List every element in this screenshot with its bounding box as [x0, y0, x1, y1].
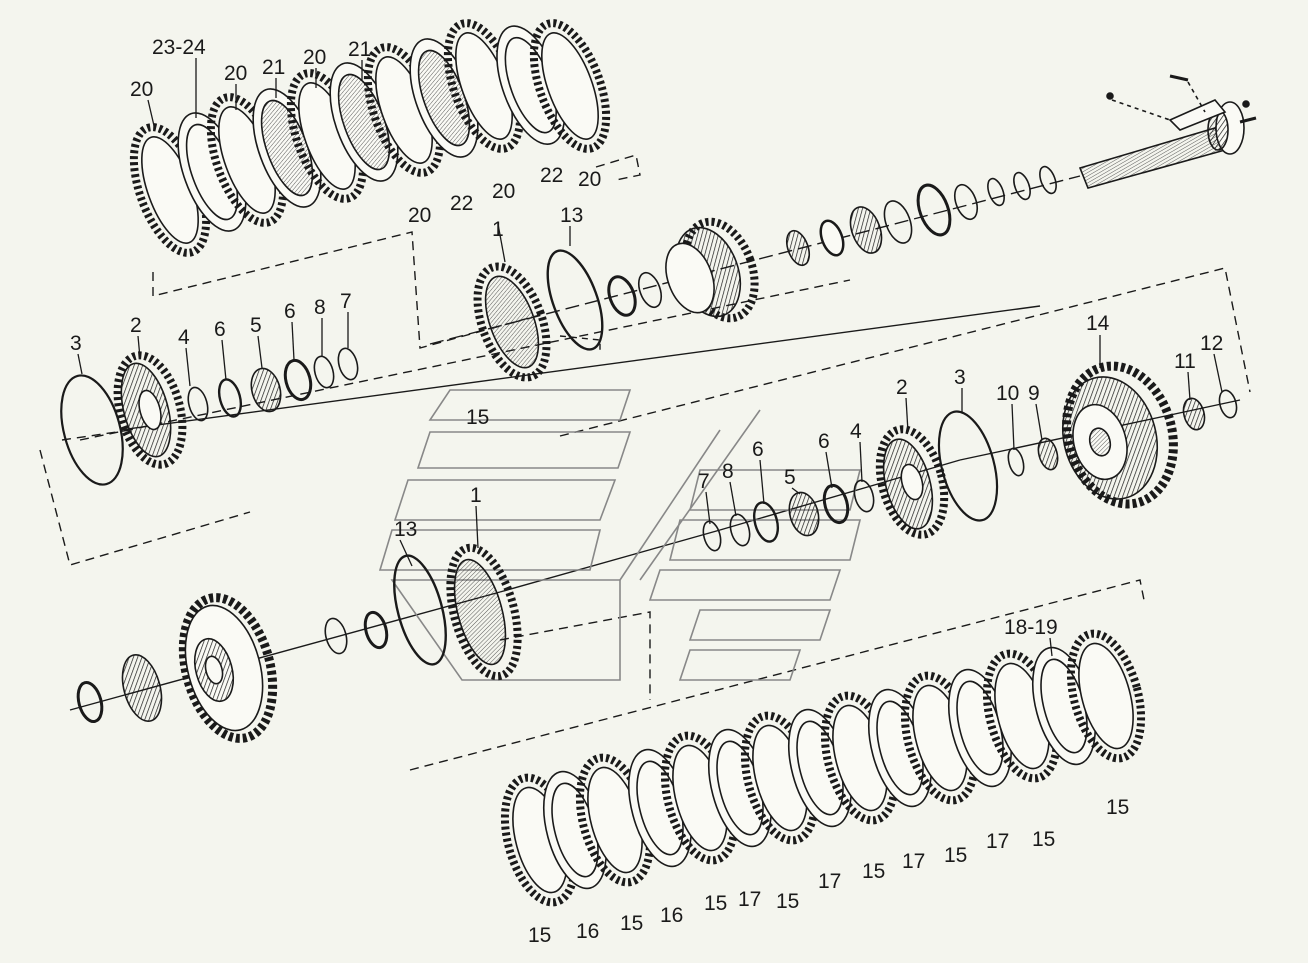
part-label: 13: [560, 204, 583, 227]
part-label: 16: [576, 920, 599, 943]
part-label: 20: [303, 46, 326, 69]
part-label: 1: [470, 484, 482, 507]
part-label: 21: [262, 56, 285, 79]
watermark-logo: [378, 389, 862, 681]
part-label: 20: [224, 62, 247, 85]
part-label: 6: [214, 318, 226, 341]
part-label: 15: [944, 844, 967, 867]
part-label: 22: [540, 164, 563, 187]
part-label: 21: [348, 38, 371, 61]
part-label: 4: [850, 420, 862, 443]
upper-gear-drum: [607, 217, 759, 323]
part-label: 20: [130, 78, 153, 101]
top-clutch-pack: [129, 19, 611, 257]
part-label: 4: [178, 326, 190, 349]
part-label: 15: [862, 860, 885, 883]
part-label: 6: [284, 300, 296, 323]
part-label: 3: [70, 332, 82, 355]
part-label: 18-19: [1004, 616, 1058, 639]
upper-snap-rings: [785, 165, 1057, 267]
part-label: 5: [784, 466, 796, 489]
bottom-clutch-pack: [500, 629, 1146, 907]
part-label: 20: [408, 204, 431, 227]
part-label: 10: [996, 382, 1019, 405]
part-label: 17: [902, 850, 925, 873]
part-label: 11: [1174, 350, 1196, 373]
part-label: 2: [896, 376, 908, 399]
lower-left-assembly: [76, 543, 522, 743]
part-label: 20: [492, 180, 515, 203]
part-label: 14: [1086, 312, 1110, 335]
part-label: 8: [314, 296, 326, 319]
part-label: 15: [620, 912, 643, 935]
output-shaft: [1078, 74, 1257, 189]
part-label: 17: [986, 830, 1009, 853]
part-label: 17: [818, 870, 841, 893]
part-label: 15: [466, 406, 489, 429]
part-label: 6: [752, 438, 764, 461]
left-mid-assembly: [60, 347, 359, 486]
part-label: 9: [1028, 382, 1040, 405]
part-label: 22: [450, 192, 473, 215]
part-label: 12: [1200, 332, 1223, 355]
part-label: 20: [578, 168, 601, 191]
part-label: 5: [250, 314, 262, 337]
leader-lines: [77, 58, 1223, 657]
part-label: 15: [528, 924, 551, 947]
part-label: 8: [722, 460, 734, 483]
part-label: 17: [738, 888, 761, 911]
right-mid-assembly: [702, 361, 1238, 552]
part-label: 16: [660, 904, 683, 927]
part-label: 7: [340, 290, 352, 313]
part-label: 23-24: [152, 36, 206, 59]
part-label: 6: [818, 430, 830, 453]
part-label: 2: [130, 314, 142, 337]
part-label: 15: [1106, 796, 1129, 819]
part-label: 15: [776, 890, 799, 913]
part-label: 3: [954, 366, 966, 389]
part-label: 7: [698, 470, 710, 493]
part-label: 1: [492, 218, 504, 241]
part-labels: 20 23-24 20 21 20 21 20 22 20 22 20 1 13…: [70, 36, 1223, 947]
part-label: 15: [704, 892, 727, 915]
upper-plate-1-13: [473, 249, 604, 382]
part-label: 13: [394, 518, 417, 541]
part-label: 15: [1032, 828, 1055, 851]
